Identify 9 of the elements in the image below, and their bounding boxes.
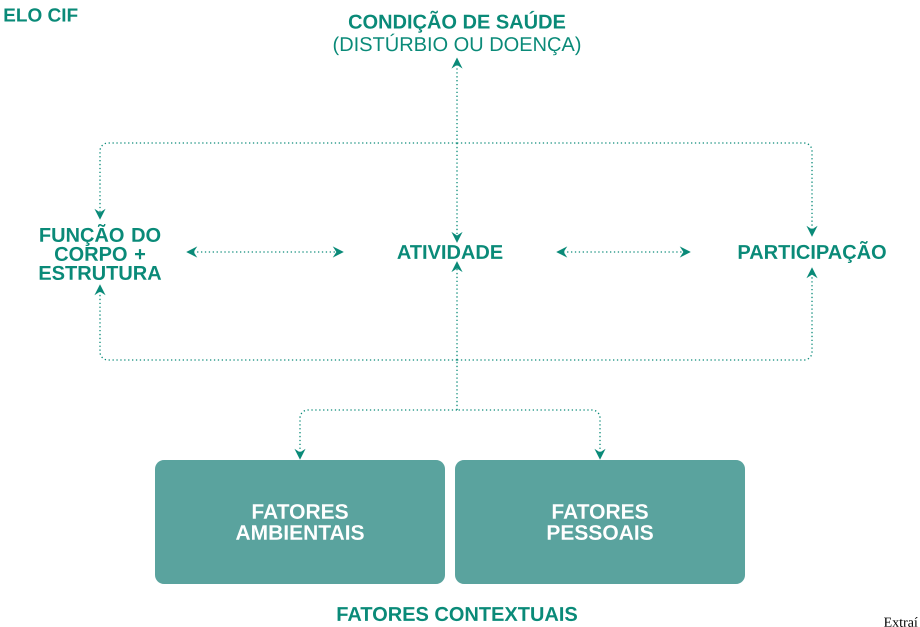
title: ELO CIF: [4, 8, 78, 22]
concept-label: FUNÇÃO DO CORPO + ESTRUTURA: [40, 224, 162, 280]
concept-label: CONDIÇÃO DE SAÚDE (DISTÚRBIO OU DOENÇA): [334, 10, 580, 56]
source-note: Extraí: [884, 617, 918, 627]
factor-box: FATORES AMBIENTAIS: [155, 460, 445, 584]
concept-label: PARTICIPAÇÃO: [738, 241, 886, 263]
factor-box: FATORES PESSOAIS: [455, 460, 745, 584]
group-label: FATORES CONTEXTUAIS: [338, 606, 577, 622]
concept-label: ATIVIDADE: [397, 245, 502, 259]
